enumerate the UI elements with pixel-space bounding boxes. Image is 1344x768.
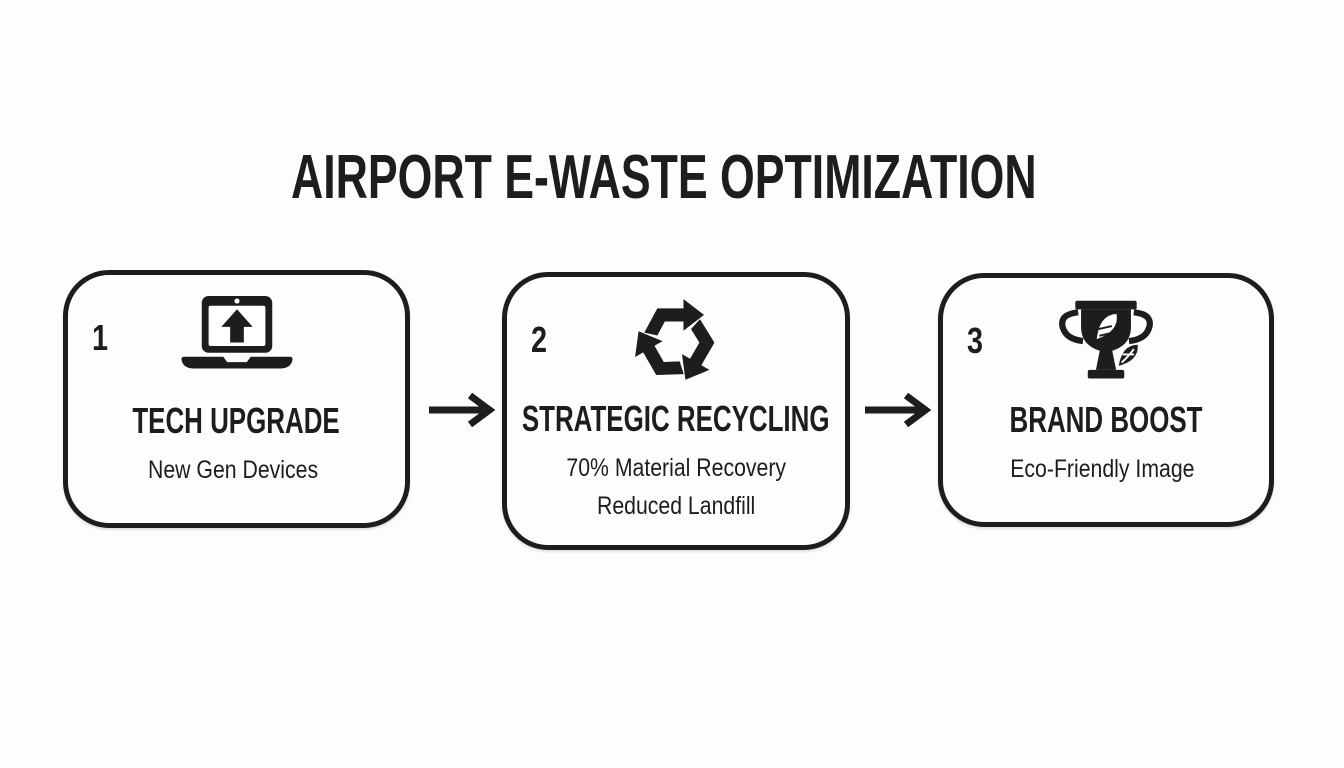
step-title: TECH UPGRADE	[132, 400, 341, 441]
step-number: 1	[92, 317, 109, 358]
step-card-brand-boost: 3	[938, 273, 1274, 527]
step-subtitle: Eco-Friendly Image	[1010, 454, 1195, 483]
step-title: STRATEGIC RECYCLING	[522, 398, 830, 439]
step-subtitle: New Gen Devices	[147, 455, 319, 484]
step-title: BRAND BOOST	[1009, 399, 1203, 440]
arrow-right-icon	[862, 388, 932, 432]
step-number: 3	[967, 320, 984, 361]
step-card-strategic-recycling: 2 STRATEGIC RECYCLING 70% Material Recov…	[502, 272, 850, 550]
laptop-upgrade-icon	[178, 295, 296, 391]
arrow-right-icon	[426, 388, 496, 432]
page-title: AIRPORT E-WASTE OPTIMIZATION	[0, 142, 1328, 213]
page-title-text: AIRPORT E-WASTE OPTIMIZATION	[291, 143, 1037, 212]
step-number: 2	[531, 319, 548, 360]
trophy-leaf-icon	[1048, 295, 1164, 391]
step-subtitle: 70% Material Recovery Reduced Landfill	[566, 453, 786, 520]
step-card-tech-upgrade: 1 TECH UPGRADE New Gen Devices	[63, 270, 410, 528]
recycling-icon	[620, 287, 732, 397]
